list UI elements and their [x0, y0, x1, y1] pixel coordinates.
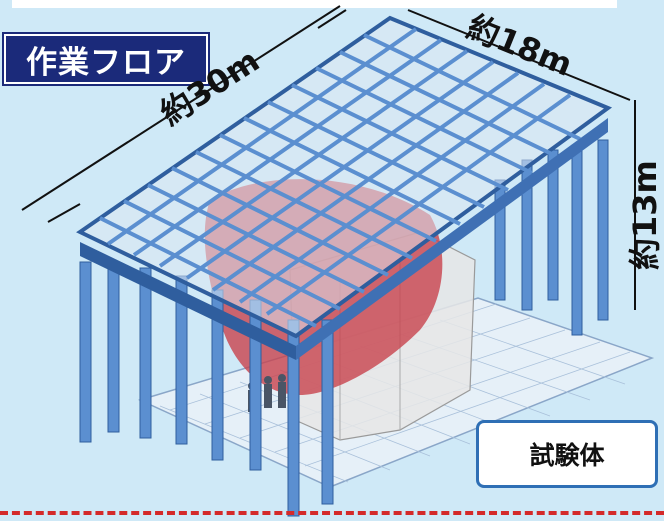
grating-deck	[76, 15, 613, 360]
dimension-lines	[21, 5, 636, 310]
title-text: 作業フロア	[26, 44, 186, 81]
specimen-label: 試験体	[529, 441, 605, 470]
title-badge: 作業フロア	[4, 34, 208, 84]
bottom-divider	[0, 511, 664, 515]
top-strip	[12, 0, 617, 8]
dimension-height-label: 約13m	[626, 160, 664, 270]
specimen-callout: 試験体	[476, 420, 658, 488]
